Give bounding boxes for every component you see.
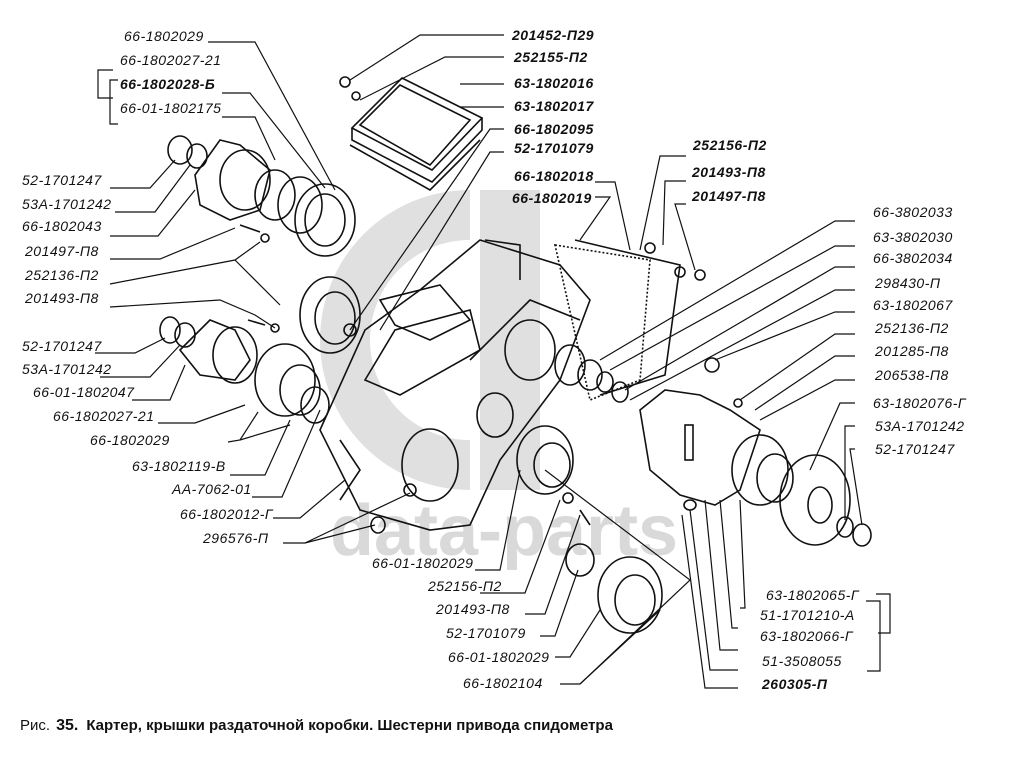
part-label: 296576-П	[203, 530, 269, 546]
part-label: 298430-П	[875, 275, 941, 291]
part-label: 52-1701247	[22, 338, 102, 354]
part-label: 63-1802119-В	[132, 458, 226, 474]
part-label: 51-3508055	[762, 653, 842, 669]
part-label: 52-1701247	[875, 441, 955, 457]
part-label: 63-1802016	[514, 75, 594, 91]
part-label: 63-1802065-Г	[766, 587, 860, 603]
part-label: 201497-П8	[692, 188, 766, 204]
lower-bearing-covers	[370, 425, 663, 634]
part-label: 63-1802066-Г	[760, 628, 854, 644]
part-label: 66-01-1802047	[33, 384, 135, 400]
part-label: 66-1802027-21	[53, 408, 155, 424]
part-label: 66-1802012-Г	[180, 506, 274, 522]
part-label: 63-1802067	[873, 297, 953, 313]
top-cover-plate	[339, 76, 484, 191]
part-label: 66-3802033	[873, 204, 953, 220]
front-output-housing	[639, 357, 872, 547]
part-label: 51-1701210-А	[760, 607, 855, 623]
part-label: 52-1701079	[446, 625, 526, 641]
part-label: 66-01-1802175	[120, 100, 222, 116]
lower-flange-assembly	[159, 316, 330, 424]
caption-prefix: Рис.	[20, 717, 51, 734]
part-label: 52-1701079	[514, 140, 594, 156]
speedometer-gear	[554, 344, 629, 403]
caption-number: 35.	[56, 717, 79, 734]
part-label: 66-1802095	[514, 121, 594, 137]
part-label: 66-1802019	[512, 190, 592, 206]
part-label: 66-1802104	[463, 675, 543, 691]
part-label: 66-01-1802029	[448, 649, 550, 665]
part-label: 66-1802029	[90, 432, 170, 448]
part-label: АА-7062-01	[172, 481, 252, 497]
part-label: 260305-П	[762, 676, 828, 692]
part-label: 206538-П8	[875, 367, 949, 383]
part-label: 53А-1701242	[22, 196, 112, 212]
part-label: 201493-П8	[692, 164, 766, 180]
part-label: 52-1701247	[22, 172, 102, 188]
upper-flange-assembly	[167, 135, 356, 257]
part-label: 66-1802018	[514, 168, 594, 184]
transfer-case-housing	[319, 239, 591, 531]
figure-caption: Рис. 35. Картер, крышки раздаточной коробк…	[20, 717, 613, 735]
part-label: 53А-1701242	[22, 361, 112, 377]
part-label: 53А-1701242	[875, 418, 965, 434]
part-label: 201493-П8	[25, 290, 99, 306]
part-label: 66-1802043	[22, 218, 102, 234]
part-label: 66-1802029	[124, 28, 204, 44]
part-label: 201452-П29	[512, 27, 595, 43]
part-label: 66-01-1802029	[372, 555, 474, 571]
part-label: 252156-П2	[428, 578, 502, 594]
part-label: 201493-П8	[436, 601, 510, 617]
part-label: 66-1802027-21	[120, 52, 222, 68]
part-label: 252156-П2	[693, 137, 767, 153]
watermark: data-parts	[330, 491, 679, 571]
caption-text: Картер, крышки раздаточной коробки. Шест…	[86, 717, 613, 734]
part-label: 252136-П2	[875, 320, 949, 336]
part-label: 66-1802028-Б	[120, 76, 216, 92]
part-label: 63-1802076-Г	[873, 395, 967, 411]
part-label: 63-1802017	[514, 98, 594, 114]
part-label: 252136-П2	[25, 267, 99, 283]
part-label: 66-3802034	[873, 250, 953, 266]
part-label: 201285-П8	[875, 343, 949, 359]
part-label: 252155-П2	[514, 49, 588, 65]
part-label: 63-3802030	[873, 229, 953, 245]
leader-lines	[95, 34, 891, 689]
part-label: 201497-П8	[25, 243, 99, 259]
